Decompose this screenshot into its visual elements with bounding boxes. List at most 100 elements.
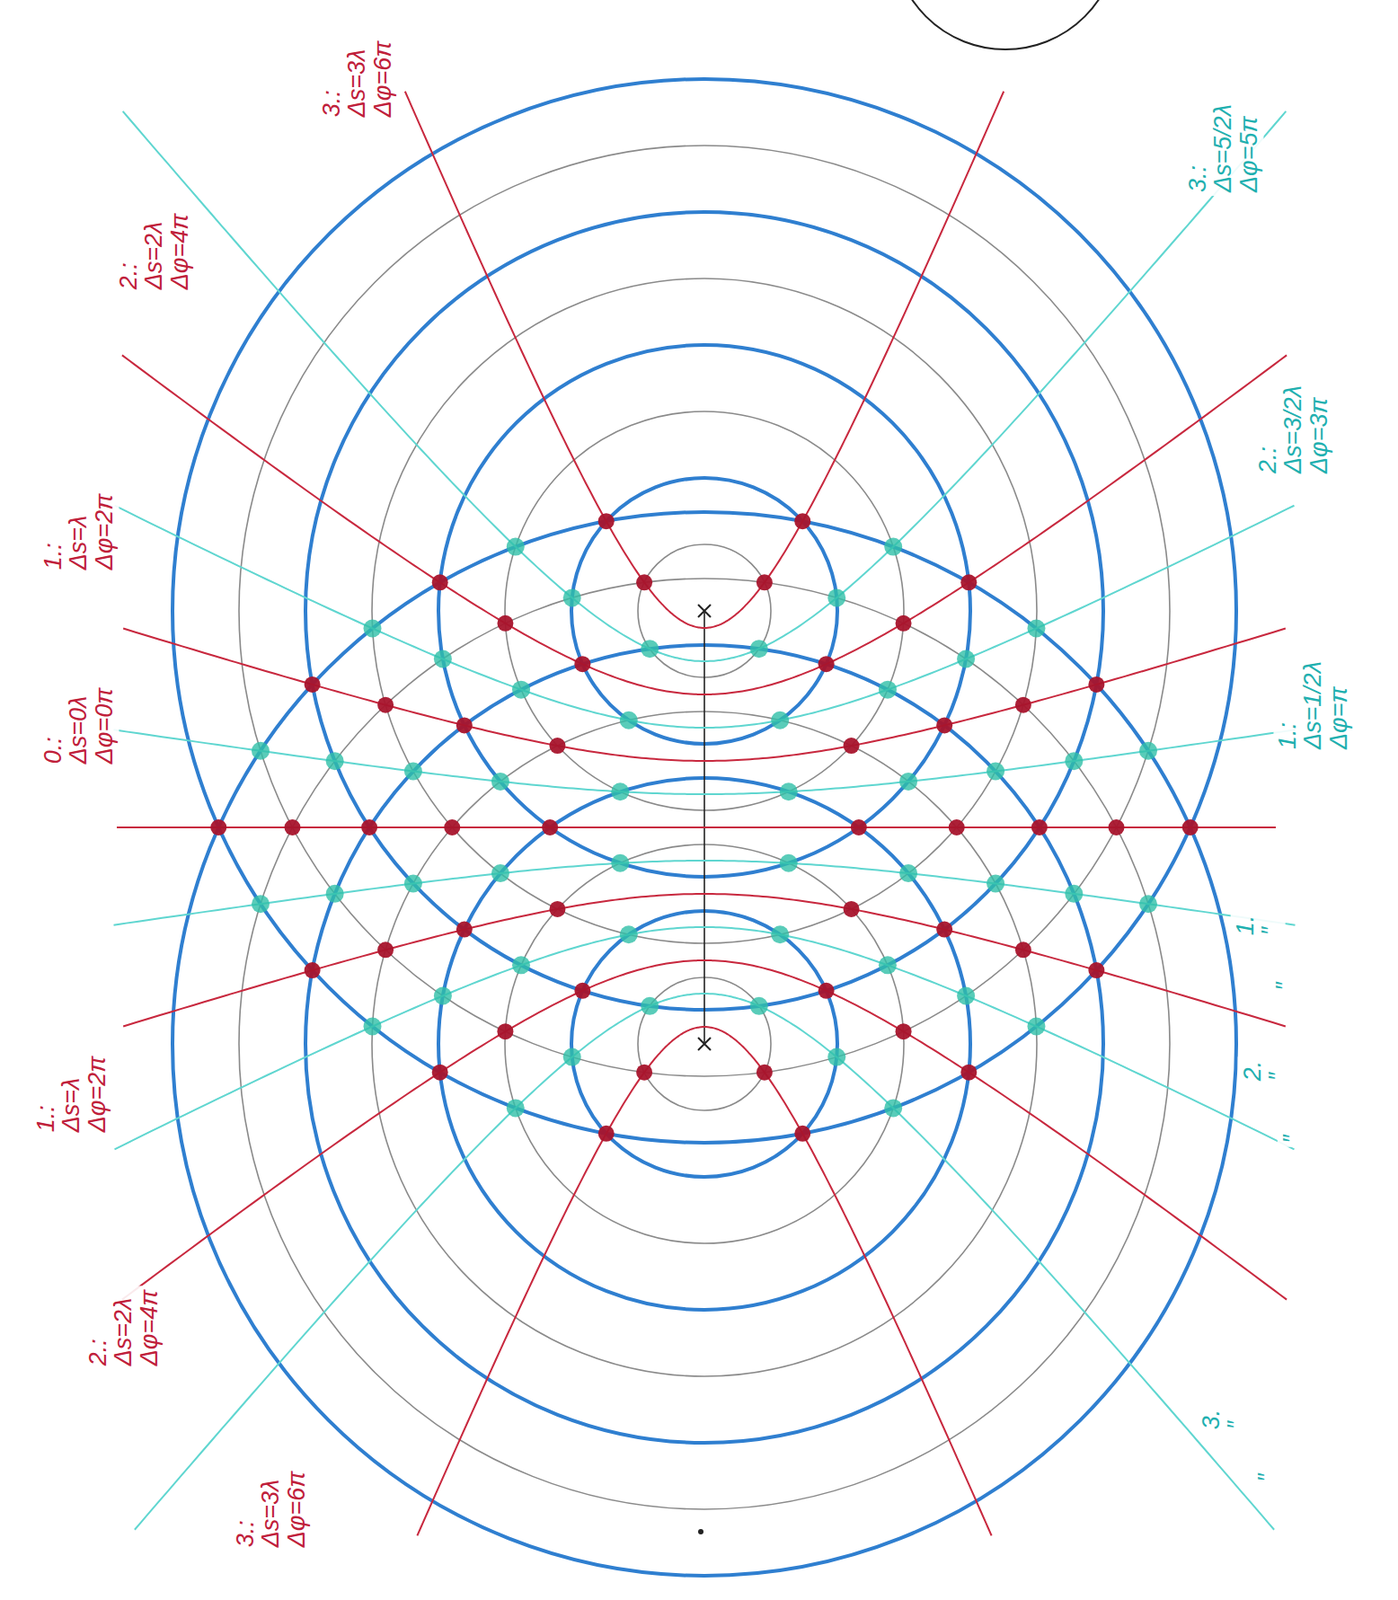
maximum-point bbox=[598, 513, 615, 530]
minimum-point bbox=[640, 639, 659, 658]
minimum-point bbox=[750, 639, 769, 658]
maximum-order-label: 0.: Δs=0λ Δφ=0π bbox=[38, 684, 119, 769]
minimum-point bbox=[512, 955, 531, 974]
minimum-point bbox=[1139, 742, 1158, 761]
minimum-point bbox=[878, 681, 897, 699]
minimum-point bbox=[986, 874, 1005, 893]
maximum-point bbox=[496, 615, 514, 632]
minimum-order-label: 1. ″ bbox=[1230, 911, 1286, 940]
minimum-point bbox=[506, 538, 525, 557]
maximum-line bbox=[122, 960, 1287, 1301]
maximum-order-label: 2.: Δs=2λ Δφ=4π bbox=[83, 1286, 164, 1371]
minimum-order-label: 2. ″ bbox=[1238, 1057, 1293, 1086]
maximum-point bbox=[432, 1064, 449, 1081]
wave-source bbox=[698, 1037, 711, 1051]
maximum-point bbox=[960, 1064, 977, 1081]
minimum-point bbox=[506, 1098, 525, 1117]
minimum-point bbox=[878, 955, 897, 974]
maximum-point bbox=[377, 941, 394, 958]
maximum-point bbox=[548, 901, 566, 918]
wave-trough-circle bbox=[238, 145, 1170, 1077]
minimum-order-label: ″ bbox=[1252, 1469, 1282, 1487]
maximum-point bbox=[574, 655, 591, 673]
minimum-point bbox=[986, 762, 1005, 781]
minimum-point bbox=[884, 538, 903, 557]
minimum-line bbox=[114, 729, 1296, 795]
maximum-point bbox=[936, 716, 953, 734]
maximum-point bbox=[818, 655, 835, 673]
maximum-point bbox=[548, 737, 566, 754]
minimum-point bbox=[827, 588, 846, 607]
minimum-order-label: 3. ″ bbox=[1196, 1406, 1252, 1434]
maximum-line bbox=[122, 354, 1287, 695]
minimum-point bbox=[750, 997, 769, 1016]
maximum-point bbox=[1015, 697, 1032, 714]
maximum-point bbox=[636, 1064, 653, 1081]
maximum-line bbox=[416, 1026, 991, 1536]
maximum-point bbox=[541, 819, 558, 836]
scan-artifact-arc bbox=[893, 0, 1118, 50]
maximum-point bbox=[443, 819, 461, 836]
minimum-point bbox=[1026, 619, 1045, 638]
maximum-point bbox=[283, 819, 301, 836]
minimum-point bbox=[1026, 1017, 1045, 1036]
marker-dot bbox=[698, 1529, 704, 1535]
minimum-point bbox=[433, 986, 452, 1005]
minimum-order-label: 2.: Δs=3/2λ Δφ=3π bbox=[1253, 381, 1334, 478]
minimum-point bbox=[512, 681, 531, 699]
maximum-point bbox=[1031, 819, 1048, 836]
minimum-point bbox=[610, 854, 629, 873]
maximum-point bbox=[936, 921, 953, 938]
maximum-point bbox=[756, 574, 773, 591]
minimum-point bbox=[640, 997, 659, 1016]
maximum-line bbox=[405, 91, 1004, 629]
minimum-point bbox=[779, 782, 798, 801]
maximum-point bbox=[843, 901, 860, 918]
maximum-point bbox=[794, 513, 811, 530]
minimum-point bbox=[827, 1048, 846, 1067]
minimum-point bbox=[326, 752, 345, 770]
minimum-point bbox=[956, 650, 975, 669]
maximum-point bbox=[1015, 941, 1032, 958]
minimum-point bbox=[770, 925, 789, 944]
maximum-point bbox=[960, 574, 977, 591]
maximum-point bbox=[432, 574, 449, 591]
minimum-order-label: 1.: Δs=1/2λ Δφ=π bbox=[1273, 657, 1354, 753]
minimum-point bbox=[363, 619, 382, 638]
maximum-point bbox=[210, 819, 227, 836]
maximum-order-label: 3.: Δs=3λ Δφ=6π bbox=[230, 1468, 311, 1552]
maximum-point bbox=[361, 819, 378, 836]
minimum-point bbox=[619, 711, 638, 730]
minimum-point bbox=[899, 772, 918, 791]
minimum-point bbox=[610, 782, 629, 801]
minimum-point bbox=[899, 864, 918, 883]
minimum-point bbox=[251, 894, 270, 913]
maximum-point bbox=[843, 737, 860, 754]
minimum-point bbox=[491, 772, 510, 791]
maximum-point bbox=[756, 1064, 773, 1081]
wave-trough-circle bbox=[238, 578, 1170, 1510]
minimum-point bbox=[363, 1017, 382, 1036]
maximum-point bbox=[456, 716, 473, 734]
maximum-point bbox=[1108, 819, 1125, 836]
minimum-order-label: ″ bbox=[1277, 1131, 1307, 1148]
minimum-point bbox=[563, 1048, 582, 1067]
maximum-point bbox=[574, 982, 591, 1000]
maximum-point bbox=[598, 1125, 615, 1142]
minimum-order-label: ″ bbox=[1270, 978, 1300, 995]
maximum-point bbox=[496, 1023, 514, 1040]
minimum-point bbox=[770, 711, 789, 730]
maximum-point bbox=[304, 962, 321, 979]
minimum-point bbox=[619, 925, 638, 944]
minimum-point bbox=[1064, 752, 1083, 770]
maximum-order-label: 3.: Δs=3λ Δφ=6π bbox=[317, 37, 398, 122]
minimum-point bbox=[956, 986, 975, 1005]
minimum-point bbox=[404, 762, 423, 781]
minimum-point bbox=[326, 884, 345, 903]
maximum-point bbox=[794, 1125, 811, 1142]
maximum-order-label: 2.: Δs=2λ Δφ=4π bbox=[114, 210, 195, 294]
minimum-point bbox=[491, 864, 510, 883]
minimum-line bbox=[114, 860, 1296, 926]
minimum-point bbox=[779, 854, 798, 873]
